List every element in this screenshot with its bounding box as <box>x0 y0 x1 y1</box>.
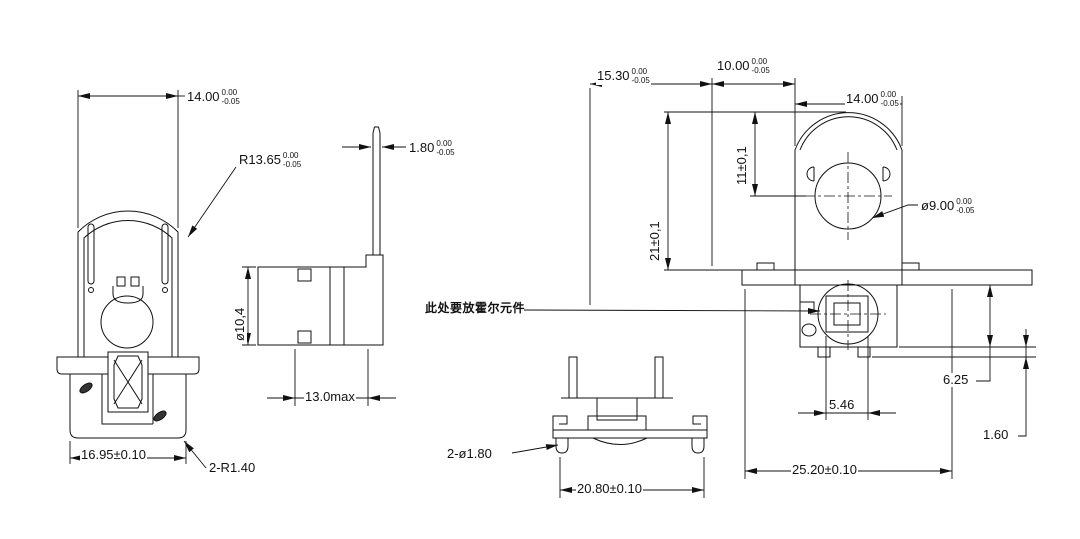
dim-flange-width: 25.20±0.10 <box>791 462 858 478</box>
dim-sensor-hole: 2-ø1.80 <box>446 446 493 462</box>
dim-sensor-width: 20.80±0.10 <box>576 481 643 497</box>
dim-side-diameter: ø10,4 <box>232 306 248 342</box>
dim-overall-height: 21±0,1 <box>647 220 663 262</box>
dim-front-corner-radius: 2-R1.40 <box>208 460 257 476</box>
hall-element-note: 此处要放霍尔元件 <box>425 301 526 315</box>
dim-side-depth: 13.0max <box>304 389 356 405</box>
sensor-front-view <box>552 356 708 454</box>
dim-front-lower-width: 16.95±0.10 <box>80 447 147 463</box>
dim-leg-span: 5.46 <box>828 397 856 413</box>
dim-body-depth: 6.25 <box>942 372 970 388</box>
side-view <box>257 126 384 346</box>
dim-flange-thickness: 1.60 <box>982 427 1010 443</box>
front-view <box>56 210 200 439</box>
top-and-section-view <box>741 112 1033 358</box>
dim-lens-center-drop: 11±0,1 <box>734 145 750 186</box>
